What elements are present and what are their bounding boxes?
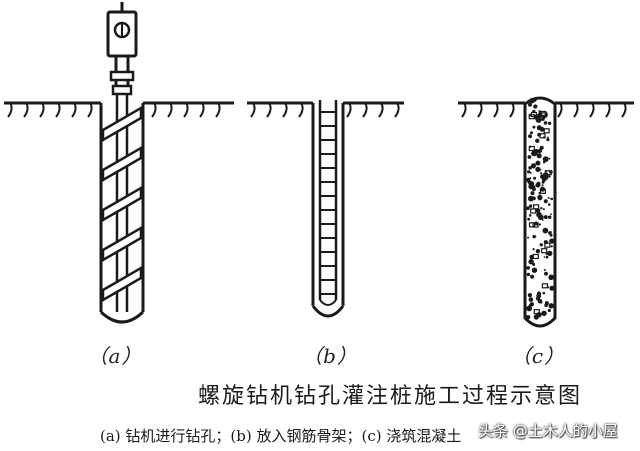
- panel-label-b: （b）: [302, 344, 358, 368]
- diagram-caption: (a) 钻机进行钻孔；(b) 放入钢筋骨架；(c) 浇筑混凝土: [100, 427, 462, 445]
- panel-label-a: （a）: [87, 344, 143, 368]
- diagram-title: 螺旋钻机钻孔灌注桩施工过程示意图: [197, 384, 582, 409]
- panel-a-drilling: [4, 2, 234, 324]
- panel-label-c: （c）: [510, 344, 566, 368]
- ground-hatch-icon: [4, 101, 234, 118]
- rebar-cage-icon: [318, 100, 338, 306]
- borehole-bottom: [99, 310, 145, 324]
- drill-motor-icon: [106, 2, 138, 96]
- panel-b-rebar-cage: [247, 100, 404, 318]
- watermark: 头条 @土木人的小屋: [478, 422, 618, 440]
- concrete-fill-icon: [525, 98, 555, 320]
- panel-c-concrete: [458, 96, 634, 328]
- borehole-bottom: [311, 305, 345, 318]
- ground-hatch-icon: [247, 101, 404, 118]
- auger-flight-icon: [101, 94, 143, 312]
- ground-hatch-icon: [458, 101, 634, 118]
